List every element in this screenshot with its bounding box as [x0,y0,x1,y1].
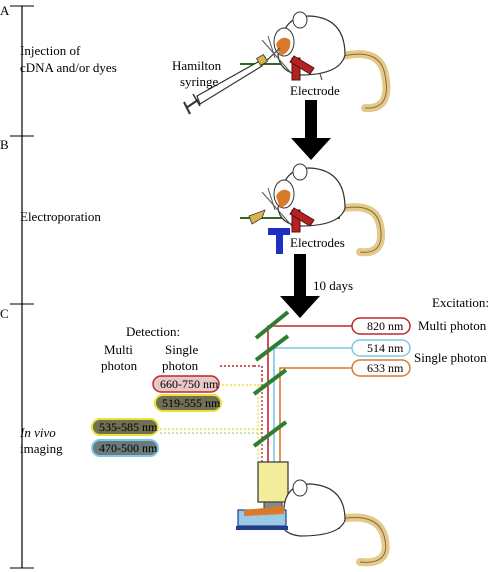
mirror-2 [254,334,290,362]
injection-site-a [276,37,291,56]
filter-470-500-label: 470-500 nm [99,441,158,455]
filter-box-660-750 [152,375,220,393]
hamilton-syringe-icon [183,47,281,115]
laser-box-633 [351,359,411,377]
laser-633-label: 633 nm [367,361,404,375]
interval-label: 10 days [313,278,353,293]
mirror-3 [252,368,288,396]
multi-photon-excitation-label: Multi photon [418,318,487,333]
objective-lens [257,461,289,503]
laser-820-label: 820 nm [367,319,404,333]
single-photon-excitation-label: Single photon [414,350,487,365]
syringe-label-line1: Hamilton [172,58,222,73]
step-b-title: Electroporation [20,209,101,224]
panel-c-optics [160,310,352,511]
mirror-4 [252,420,288,448]
electrode-icon [289,55,315,81]
step-c-title-line2: imaging [20,441,63,456]
step-label-a: A [0,3,10,18]
detection-single-line1: Single [165,342,198,357]
detection-single-line2: photon [162,358,199,373]
emission-660-750 [254,365,263,380]
arrow-a-to-b [291,100,331,160]
mirror-1 [254,310,290,340]
mouse-ear-a [292,11,308,29]
step-a-title-line2: cDNA and/or dyes [20,60,117,75]
filter-519-555-label: 519-555 nm [162,396,221,410]
electrodes-label: Electrodes [290,235,345,250]
laser-514-label: 514 nm [367,341,404,355]
step-c-title-line1: In vivo [19,425,56,440]
step-label-c: C [0,306,9,321]
panel-b-illustration: Electrodes [240,163,385,257]
beam-633 [279,367,352,492]
step-a-title-line1: Injection of [20,43,81,58]
panel-a-illustration: Hamilton syringe Electrode [172,11,391,115]
excitation-section: Excitation: 820 nm Multi photon 514 nm 6… [351,295,489,377]
electrode-label: Electrode [290,83,340,98]
syringe-label-line2: syringe [180,74,219,89]
laser-box-820 [351,317,411,335]
timeline: A B C Injection of cDNA and/or dyes Elec… [0,3,117,569]
electrode-blue-icon [268,228,290,254]
filter-660-750-label: 660-750 nm [160,377,219,391]
step-label-b: B [0,137,9,152]
arrow-b-to-c: 10 days [280,254,353,318]
mouse-tail-a [331,50,391,113]
laser-box-514 [351,339,411,357]
filter-535-585-label: 535-585 nm [99,420,158,434]
excitation-title: Excitation: [432,295,489,310]
panel-c-mouse [236,479,390,567]
filter-box-519-555 [154,394,222,412]
detection-title: Detection: [126,324,180,339]
filter-box-470-500 [91,439,159,457]
detection-multi-line1: Multi [104,342,133,357]
detection-multi-line2: photon [101,358,138,373]
electrode-red-icon [289,207,315,233]
detection-section: Detection: Multi photon Single photon 66… [91,324,222,457]
filter-box-535-585 [91,418,159,436]
